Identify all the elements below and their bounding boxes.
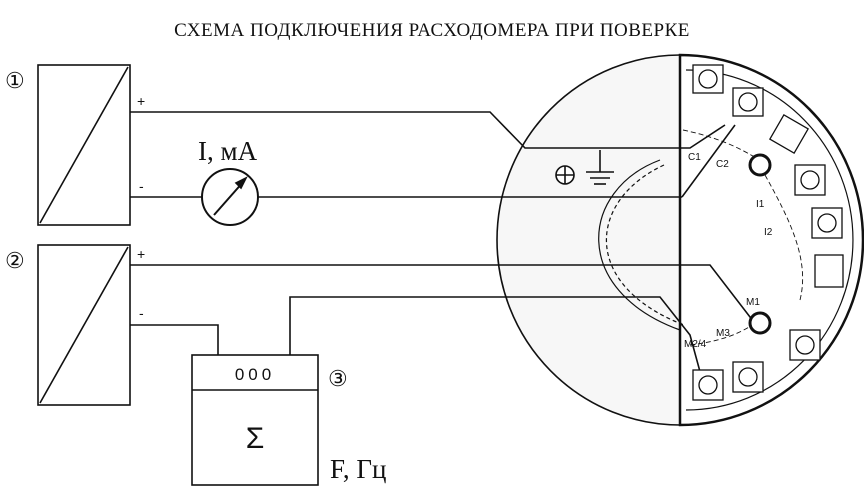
marker-1: ①	[5, 68, 25, 93]
marker-2: ②	[5, 248, 25, 273]
counter-display: 000	[235, 365, 275, 384]
flowmeter-housing	[496, 54, 681, 426]
pulse-counter	[191, 354, 319, 486]
wire-plus-2	[130, 264, 761, 331]
terminal-m2-4: M2/4	[684, 339, 707, 350]
terminal-i2: I2	[764, 227, 773, 238]
diagram-title: СХЕМА ПОДКЛЮЧЕНИЯ РАСХОДОМЕРА ПРИ ПОВЕРК…	[174, 20, 690, 41]
terminal-screws	[692, 64, 844, 401]
wire-counter	[289, 296, 706, 391]
terminal-c2: C2	[716, 159, 729, 170]
sum-symbol: Σ	[246, 422, 265, 455]
plus-label-1: +	[137, 93, 145, 109]
wire-plus-1	[130, 111, 726, 149]
minus-label-2: -	[139, 305, 144, 321]
plus-label-2: +	[137, 246, 145, 262]
terminal-m3: M3	[716, 328, 730, 339]
minus-label-1: -	[139, 178, 144, 194]
terminal-i1: I1	[756, 199, 765, 210]
terminal-m1: M1	[746, 297, 760, 308]
marker-3: ③	[328, 366, 348, 391]
ammeter-label: I, мА	[198, 136, 258, 166]
terminal-c1: C1	[688, 152, 701, 163]
frequency-label: F, Гц	[330, 454, 386, 484]
wire-minus-2	[130, 324, 219, 355]
